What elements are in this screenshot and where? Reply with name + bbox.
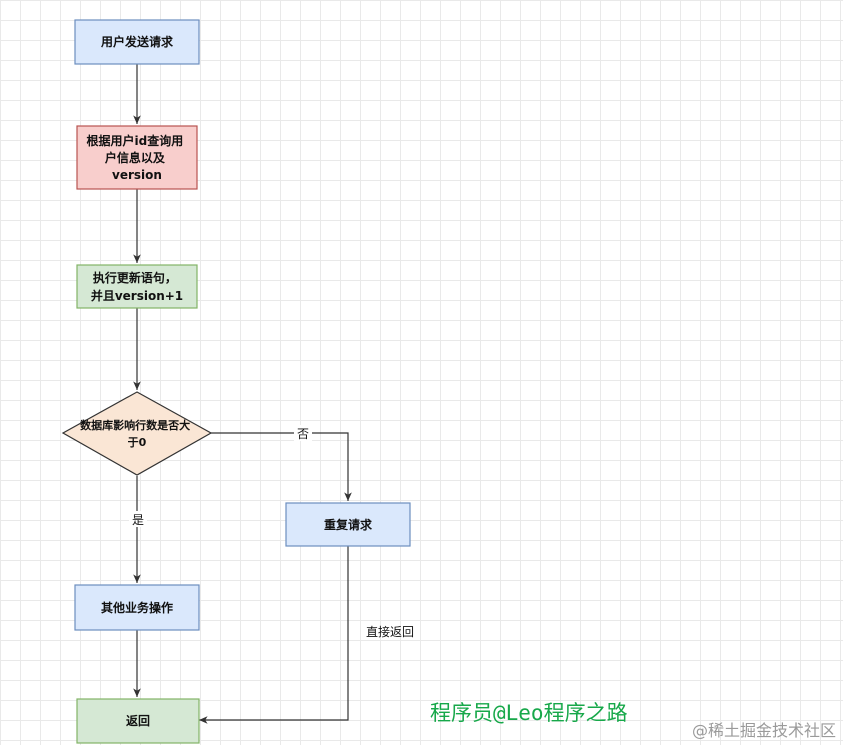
edges xyxy=(133,64,352,724)
node-other-business: 其他业务操作 xyxy=(74,584,200,631)
edge-label-yes: 是 xyxy=(132,513,144,527)
node-send-request-text: 用户发送请求 xyxy=(100,34,174,49)
edge-labels: 否 是 直接返回 xyxy=(129,425,414,639)
node-execute-update-box xyxy=(76,264,198,309)
edge-check-to-retry xyxy=(211,432,352,501)
node-execute-update-line-2: 并且version+1 xyxy=(91,288,183,303)
svg-text:执行更新语句， 并且version+1: 执行更新语句， 并且version+1 xyxy=(91,270,183,303)
edge-retry-to-return xyxy=(199,546,349,724)
node-check-rows-line-1: 数据库影响行数是否大 xyxy=(80,418,190,432)
node-query-user-box xyxy=(76,125,198,190)
node-other-business-text: 其他业务操作 xyxy=(101,600,173,615)
svg-text:返回: 返回 xyxy=(126,713,150,728)
node-return-box xyxy=(76,698,200,744)
node-query-user-line-2: 户信息以及 xyxy=(105,150,166,165)
node-retry-request-text: 重复请求 xyxy=(324,517,373,532)
node-execute-update-line-1: 执行更新语句， xyxy=(93,270,177,285)
svg-text:重复请求: 重复请求 xyxy=(324,517,373,532)
svg-text:其他业务操作: 其他业务操作 xyxy=(101,600,173,615)
author-watermark: 程序员@Leo程序之路 xyxy=(430,701,628,725)
node-other-business-box xyxy=(74,584,200,631)
node-retry-request: 重复请求 xyxy=(285,502,411,547)
svg-text:数据库影响行数是否大 于0: 数据库影响行数是否大 于0 xyxy=(80,418,194,449)
svg-text:根据用户id查询用 户信息以及 ve: 根据用户id查询用 户信息以及 version xyxy=(87,133,188,182)
node-send-request-box xyxy=(74,19,200,65)
node-send-request: 用户发送请求 xyxy=(74,19,200,65)
node-check-rows: 数据库影响行数是否大 于0 xyxy=(61,391,213,476)
node-query-user: 根据用户id查询用 户信息以及 version xyxy=(76,125,198,190)
node-check-rows-diamond xyxy=(61,391,213,476)
node-return-text: 返回 xyxy=(126,713,150,728)
node-check-rows-line-2: 于0 xyxy=(128,436,147,449)
node-query-user-line-3: version xyxy=(112,168,162,182)
edge-label-no: 否 xyxy=(297,427,309,441)
svg-text:用户发送请求: 用户发送请求 xyxy=(100,34,174,49)
edge-label-direct-return: 直接返回 xyxy=(366,624,414,639)
node-query-user-line-1: 根据用户id查询用 xyxy=(87,133,184,148)
site-watermark: @稀土掘金技术社区 xyxy=(692,721,836,740)
node-execute-update: 执行更新语句， 并且version+1 xyxy=(76,264,198,309)
node-retry-request-box xyxy=(285,502,411,547)
node-return: 返回 xyxy=(76,698,200,744)
